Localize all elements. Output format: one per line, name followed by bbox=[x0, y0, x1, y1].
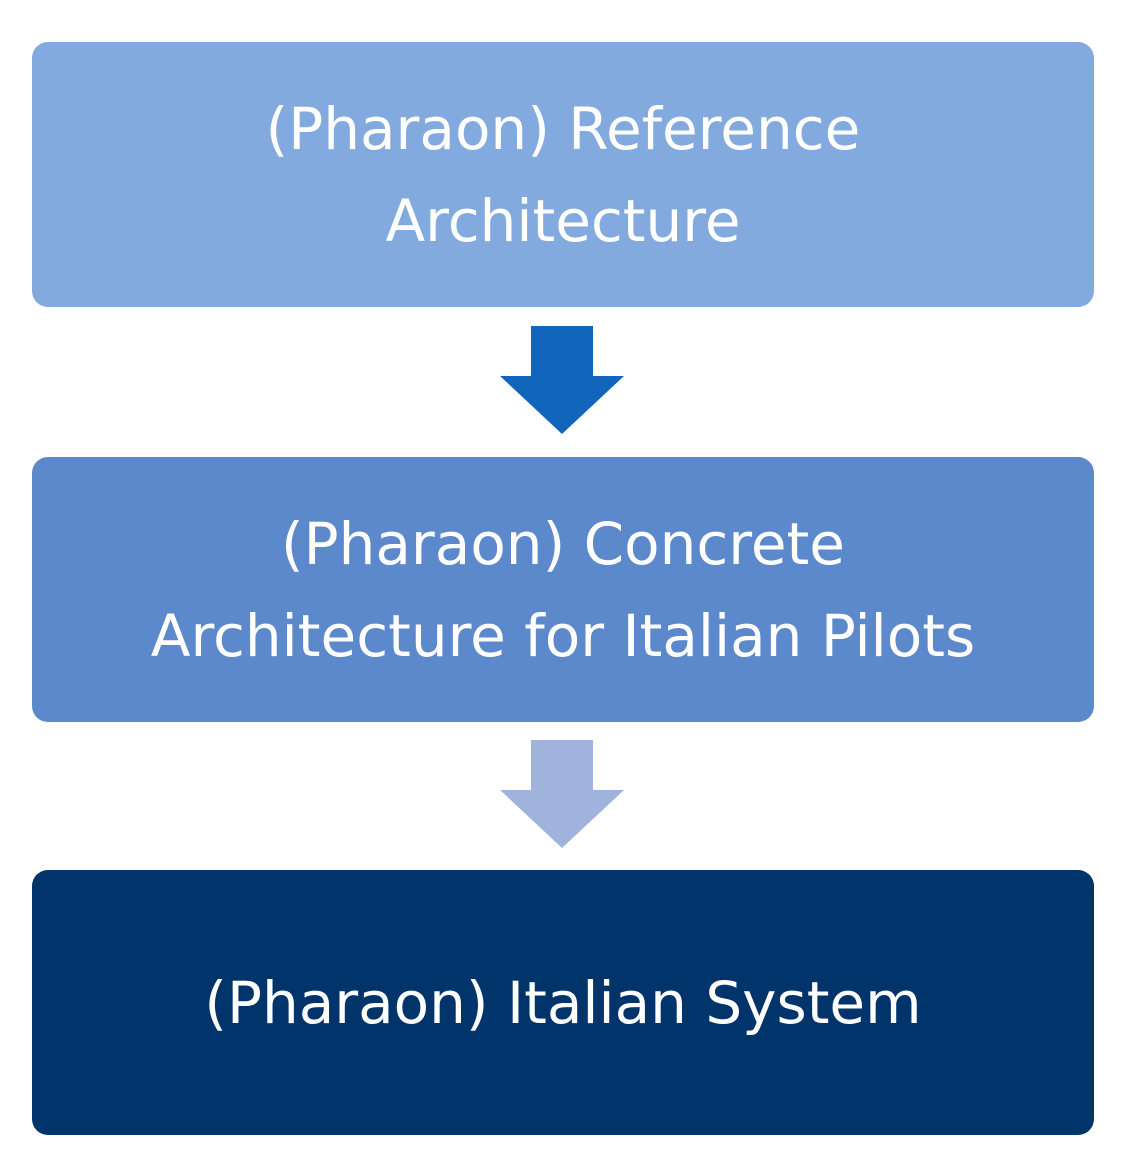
concrete-architecture-line-2: Architecture for Italian Pilots bbox=[150, 601, 976, 670]
concrete-architecture-line-1: (Pharaon) Concrete bbox=[281, 509, 845, 578]
italian-system-box: (Pharaon) Italian System bbox=[32, 870, 1094, 1135]
down-arrow-icon bbox=[500, 326, 624, 434]
down-arrow-icon bbox=[500, 740, 624, 848]
reference-architecture-line-2: Architecture bbox=[385, 186, 741, 255]
down-arrow-shape bbox=[500, 326, 624, 434]
concrete-architecture-box: (Pharaon) Concrete Architecture for Ital… bbox=[32, 457, 1094, 722]
down-arrow-shape bbox=[500, 740, 624, 848]
reference-architecture-box: (Pharaon) Reference Architecture bbox=[32, 42, 1094, 307]
reference-architecture-line-1: (Pharaon) Reference bbox=[265, 94, 861, 163]
italian-system-line-1: (Pharaon) Italian System bbox=[204, 968, 922, 1037]
